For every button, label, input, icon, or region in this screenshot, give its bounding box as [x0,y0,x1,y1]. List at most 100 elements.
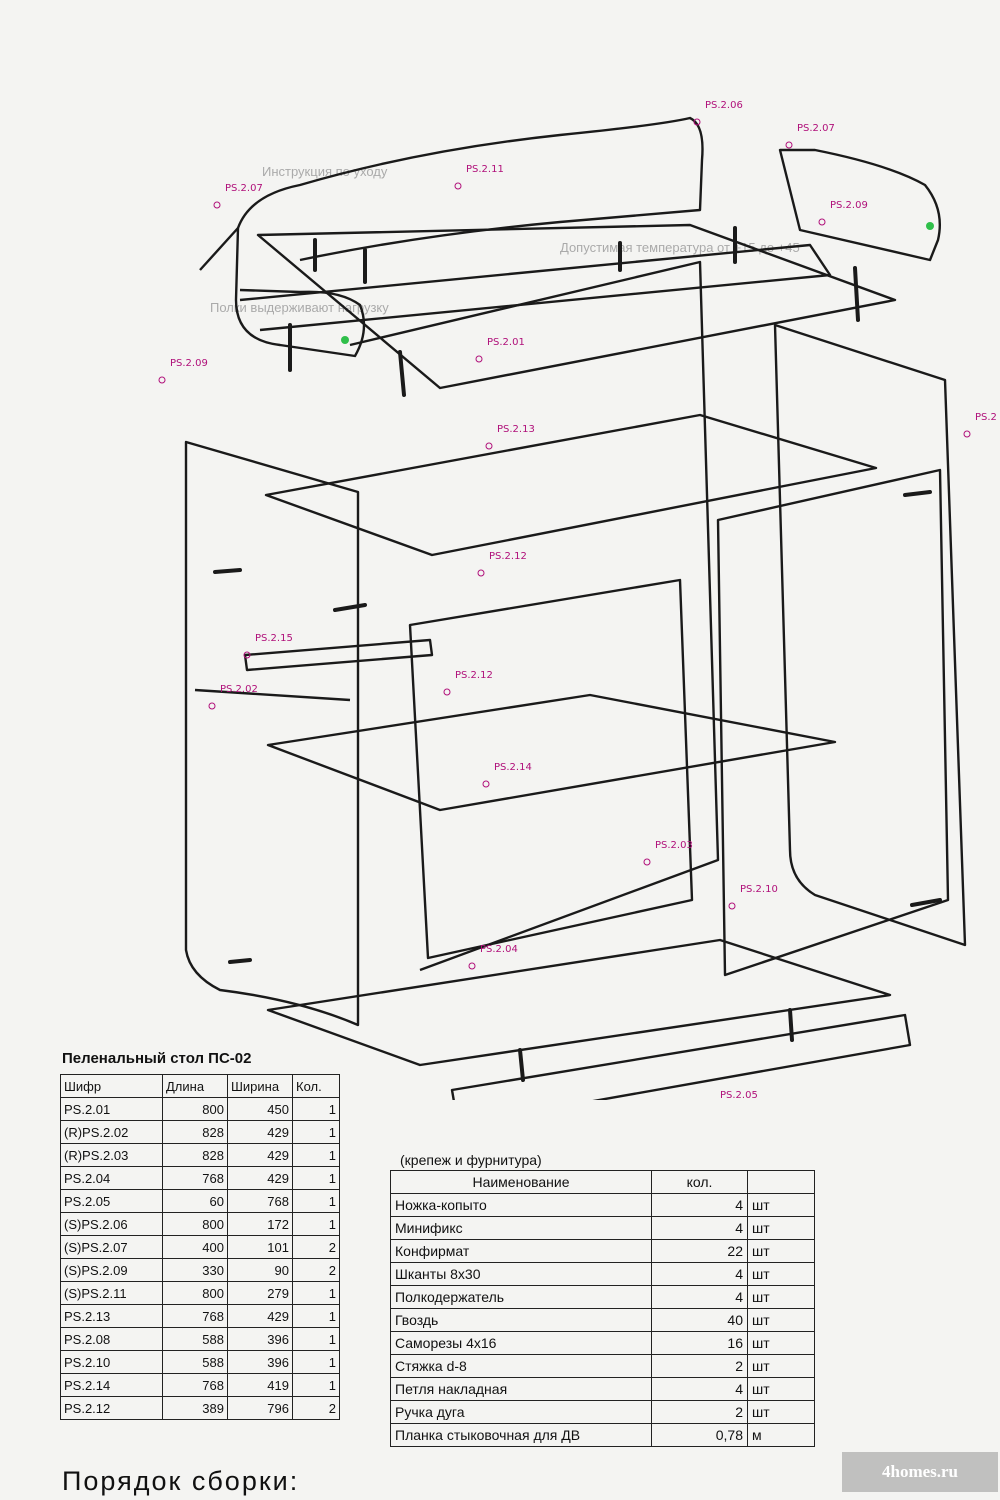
label-marker [693,118,701,126]
table-cell: 450 [227,1097,293,1121]
right-door-outline [716,468,950,977]
table-cell: PS.2.05 [60,1189,163,1213]
col-name: Наименование [390,1170,652,1194]
label-marker [485,442,493,450]
table-cell: 389 [162,1396,228,1420]
table-cell: 40 [651,1308,748,1332]
part-label: PS.2.14 [494,762,532,773]
table-cell: PS.2.10 [60,1350,163,1374]
part-label: PS.2.07 [797,123,835,134]
hardware-table-title: (крепеж и фурнитура) [400,1152,542,1168]
table-cell: 800 [162,1097,228,1121]
label-marker [213,201,221,209]
left-door-edge [194,688,351,702]
part-label: PS.2.12 [489,551,527,562]
table-cell: 22 [651,1239,748,1263]
table-cell: 2 [292,1258,340,1282]
part-label: PS.2.07 [225,183,263,194]
table-cell: PS.2.13 [60,1304,163,1328]
right-side-arc [778,148,942,262]
table-cell: 1 [292,1189,340,1213]
table-cell: 800 [162,1281,228,1305]
part-label: PS.2.11 [466,164,504,175]
table-cell: 4 [651,1193,748,1217]
right-side-panel [773,323,967,947]
left-side-arc [199,226,366,358]
col-code: Шифр [60,1074,163,1098]
table-cell: 768 [162,1304,228,1328]
table-cell: Ручка дуга [390,1400,652,1424]
table-cell: шт [747,1400,815,1424]
label-marker [643,858,651,866]
col-qty: Кол. [292,1074,340,1098]
label-marker [477,569,485,577]
part-label: PS.2.13 [497,424,535,435]
table-cell: 1 [292,1327,340,1351]
table-cell: 1 [292,1120,340,1144]
part-label: PS.2.09 [830,200,868,211]
table-cell: 60 [162,1189,228,1213]
table-cell: (S)PS.2.11 [60,1281,163,1305]
part-label: PS.2.01 [487,337,525,348]
part-labels: PS.2.06PS.2.07PS.2.07PS.2.11PS.2.09PS.2.… [158,100,997,1100]
table-cell: 1 [292,1304,340,1328]
rear-curved-panel [236,116,704,262]
back-panel-outline [349,260,720,972]
hardware-header-row: Наименование кол. [390,1170,815,1194]
table-cell: 1 [292,1373,340,1397]
label-marker [482,780,490,788]
table-cell: 279 [227,1281,293,1305]
upper-shelf-outline [264,413,878,557]
table-cell: 396 [227,1350,293,1374]
table-cell: 396 [227,1327,293,1351]
label-marker [443,688,451,696]
table-cell: 2 [651,1354,748,1378]
table-cell: 828 [162,1143,228,1167]
rail-strip [243,638,434,672]
table-cell: 1 [292,1143,340,1167]
table-cell: 16 [651,1331,748,1355]
table-cell: PS.2.14 [60,1373,163,1397]
table-cell: 429 [227,1304,293,1328]
table-cell: шт [747,1377,815,1401]
part-label: PS.2.15 [255,633,293,644]
table-cell: 768 [227,1189,293,1213]
label-marker [785,141,793,149]
table-cell: шт [747,1216,815,1240]
table-cell: (R)PS.2.03 [60,1143,163,1167]
part-label: PS.2.05 [720,1090,758,1100]
table-cell: 2 [651,1400,748,1424]
label-marker [728,902,736,910]
table-cell: 4 [651,1262,748,1286]
table-cell: (S)PS.2.07 [60,1235,163,1259]
part-label: PS.2.06 [705,100,743,111]
front-door-outline [408,578,694,960]
part-label: PS.2.09 [170,358,208,369]
label-marker [208,702,216,710]
table-cell: 1 [292,1166,340,1190]
table-cell: 90 [227,1258,293,1282]
table-cell: шт [747,1285,815,1309]
label-marker [468,962,476,970]
table-cell: 1 [292,1281,340,1305]
table-cell: Петля накладная [390,1377,652,1401]
col-unit [747,1170,815,1194]
table-cell: Ножка-копыто [390,1193,652,1217]
table-cell: Шканты 8х30 [390,1262,652,1286]
part-label: PS.2.02 [220,684,258,695]
